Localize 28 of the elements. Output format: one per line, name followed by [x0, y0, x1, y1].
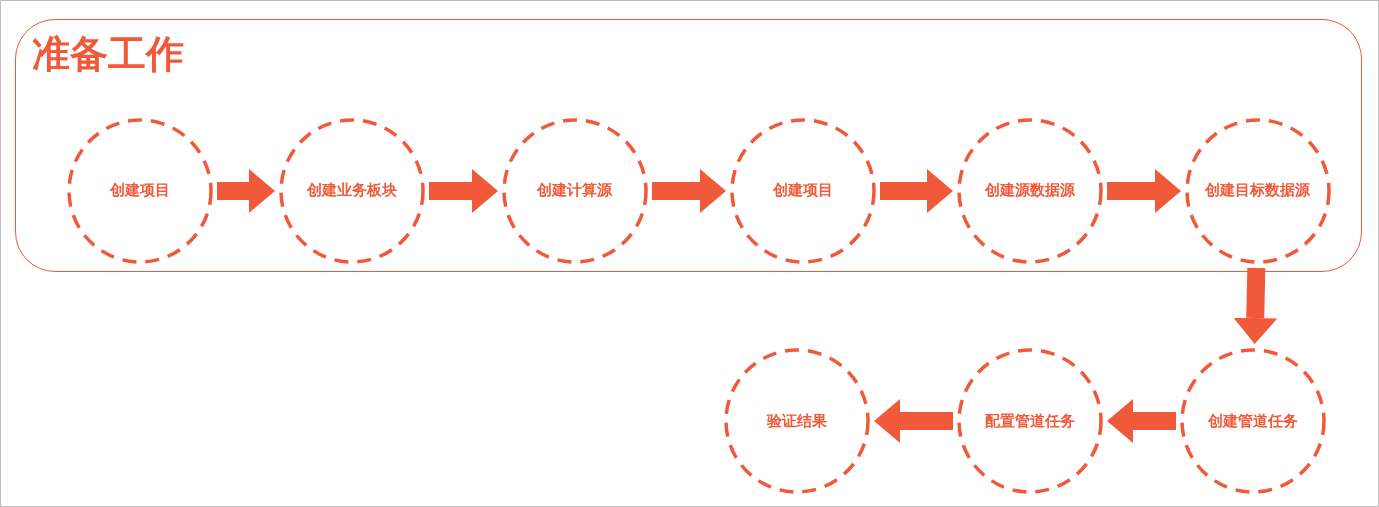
arrow — [429, 169, 498, 213]
section-title: 准备工作 — [32, 34, 184, 76]
arrow — [1107, 399, 1176, 443]
arrow — [1107, 169, 1181, 213]
step-circle — [278, 117, 425, 264]
step-circle — [729, 117, 876, 264]
step-label: 创建目标数据源 — [1205, 181, 1310, 200]
arrow — [652, 169, 726, 213]
step-circle — [957, 348, 1103, 494]
step-circle — [1184, 117, 1331, 264]
step-circle — [1180, 348, 1326, 494]
step-circle — [501, 117, 648, 264]
step-label: 创建源数据源 — [984, 181, 1075, 200]
step-label: 创建业务板块 — [306, 181, 397, 200]
arrow — [1233, 267, 1278, 344]
arrow — [874, 399, 953, 443]
step-circle — [956, 117, 1103, 264]
step-label: 创建计算源 — [537, 181, 612, 200]
arrow — [880, 169, 953, 213]
step-label: 创建项目 — [772, 181, 833, 200]
arrow — [217, 169, 275, 213]
step-circle — [724, 348, 870, 494]
step-circle — [66, 117, 213, 264]
group-panel — [15, 19, 1362, 272]
step-label: 配置管道任务 — [985, 411, 1075, 431]
step-label: 验证结果 — [767, 411, 827, 431]
step-label: 创建管道任务 — [1208, 411, 1298, 431]
step-label: 创建项目 — [109, 181, 170, 200]
